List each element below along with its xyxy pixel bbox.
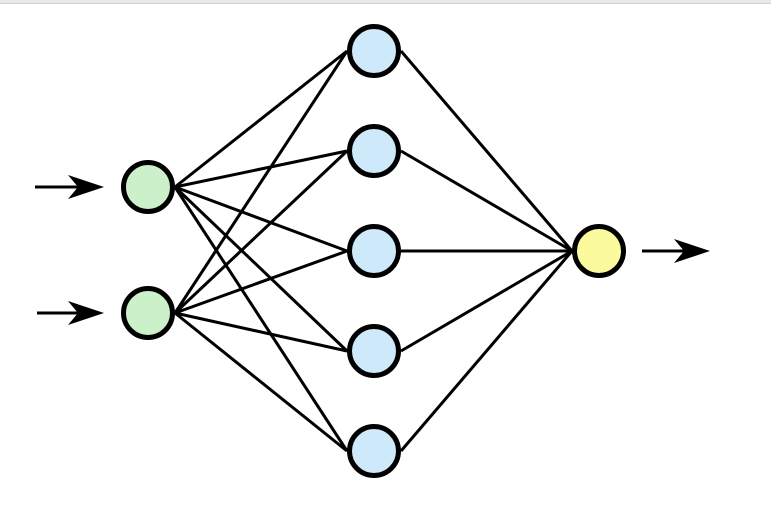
top-border-edge [0,3,771,4]
edge-i1-h1 [174,49,348,189]
hidden-node-1 [347,24,401,78]
edge-h1-o1 [399,50,574,252]
edge-i2-h1 [173,50,349,314]
edge-i1-h4 [173,185,349,353]
output-node-1 [572,224,626,278]
input-node-2 [121,286,175,340]
hidden-node-5 [347,424,401,478]
input-arrow-1-head [68,175,104,199]
edge-i2-h2 [173,149,349,315]
edge-i1-h3 [174,185,348,253]
edge-i1-h2 [174,149,348,189]
edge-i2-h4 [174,311,348,353]
output-arrow-head [674,239,710,263]
edge-h2-o1 [400,149,573,253]
edge-i2-h3 [174,249,348,315]
hidden-node-4 [347,324,401,378]
input-node-1 [121,160,175,214]
input-arrow-2-head [68,301,104,325]
edge-h4-o1 [400,249,573,353]
hidden-node-2 [347,124,401,178]
edge-i2-h5 [174,311,348,453]
edge-h5-o1 [399,250,574,452]
edge-i1-h5 [173,186,349,452]
top-border-strip [0,0,771,3]
hidden-node-3 [347,224,401,278]
